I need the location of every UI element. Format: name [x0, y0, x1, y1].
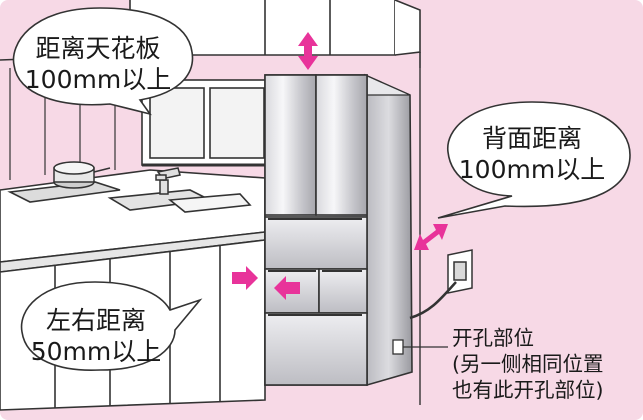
ceiling-label-line2: 100mm以上 [24, 64, 172, 94]
pot-icon [53, 161, 111, 189]
vent-hole-label: 开孔部位 (另一侧相同位置 也有此开孔部位) [452, 325, 604, 404]
speech-bubbles [12, 7, 631, 371]
ceiling-clearance-label: 距离天花板 100mm以上 [18, 34, 178, 95]
vent-hole [392, 339, 404, 355]
double-arrow-icon [232, 32, 448, 300]
hole-label-line3: 也有此开孔部位) [452, 378, 604, 403]
ceiling-bubble [12, 7, 194, 116]
back-bubble [437, 101, 631, 219]
side-label-line2: 50mm以上 [30, 336, 162, 366]
faucet-icon [155, 167, 181, 195]
hole-label-line1: 开孔部位 [452, 326, 534, 350]
back-label-line2: 100mm以上 [458, 154, 606, 184]
hole-label-line2: (另一侧相同位置 [452, 352, 604, 377]
ceiling-label-line1: 距离天花板 [35, 34, 161, 63]
wall-outlet-icon [409, 249, 473, 320]
back-label-line1: 背面距离 [481, 124, 582, 153]
fridge-side [364, 73, 413, 387]
counter [0, 169, 266, 273]
side-clearance-label: 左右距离 50mm以上 [26, 306, 166, 367]
side-label-line1: 左右距离 [45, 306, 146, 335]
back-clearance-label: 背面距离 100mm以上 [452, 124, 612, 185]
refrigerator [264, 74, 368, 386]
side-bubble [20, 281, 203, 371]
